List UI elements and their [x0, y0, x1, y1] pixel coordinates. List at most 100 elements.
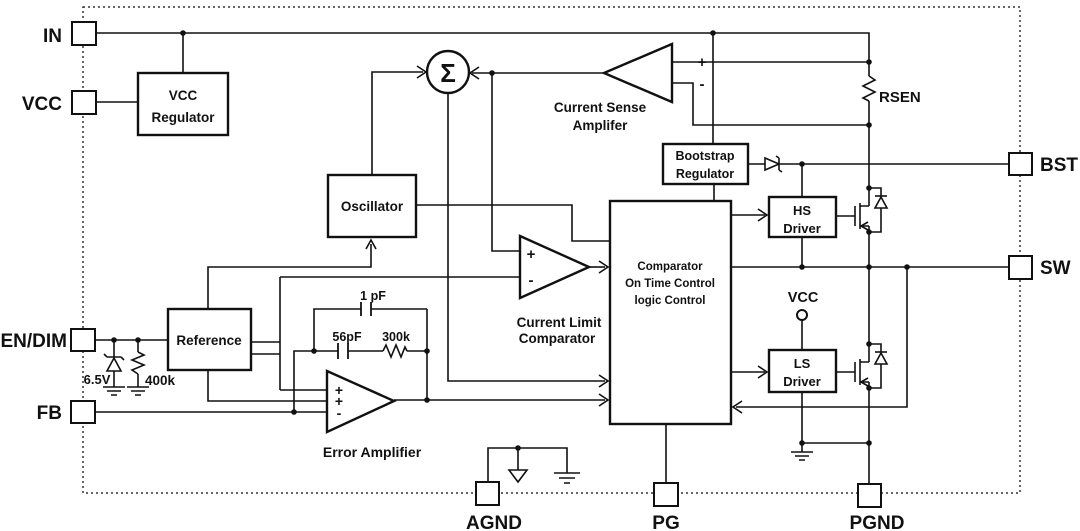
pin-bst [1008, 152, 1033, 176]
climit-minus-sign: - [529, 272, 534, 289]
current-sense-label-2: Amplifer [573, 118, 629, 133]
pin-agnd [475, 481, 500, 506]
text-labels: IN VCC EN/DIM FB AGND PG PGND BST SW VCC… [1, 26, 1079, 531]
cap1-label: 1 pF [360, 289, 386, 303]
ground-agnd-earth-icon [554, 472, 580, 484]
pin-label-bst: BST [1040, 155, 1078, 176]
ground-zener-icon [103, 386, 125, 396]
arrow-sigma-to-block [598, 374, 610, 388]
bst-diode-bar [775, 155, 783, 173]
pin-en-dim [70, 328, 96, 352]
wire-fb-net [95, 308, 428, 413]
wire-ls-ground [801, 392, 869, 452]
control-label-2: On Time Control [625, 278, 715, 290]
control-label-1: Comparator [637, 261, 703, 273]
pin-in [71, 21, 97, 46]
current-limit-label-1: Current Limit [517, 315, 602, 330]
wire-osc-out [416, 204, 610, 242]
wire-bst-net [748, 163, 1009, 197]
hs-driver-block [767, 195, 838, 239]
control-label-3: logic Control [635, 295, 706, 307]
rsen-resistor [861, 75, 877, 102]
pin-pg [653, 482, 679, 507]
wire-ref-right [251, 276, 520, 391]
arrow-hs-mosfet-source [859, 221, 869, 231]
erramp-minus-sign: - [337, 405, 342, 421]
comp-resistor-300k [382, 342, 408, 360]
pin-label-sw: SW [1040, 258, 1071, 279]
wire-csa-minus [672, 82, 869, 126]
ls-driver-label-1: LS [794, 356, 811, 371]
ic-boundary [82, 6, 1021, 494]
hs-driver-label-1: HS [793, 203, 811, 218]
ls-body-diode [873, 351, 889, 365]
arrow-ls-mosfet-source [859, 377, 869, 387]
current-sense-label-1: Current Sense [554, 100, 647, 115]
hs-mosfet-lines [854, 187, 882, 233]
reference-label: Reference [176, 333, 242, 348]
pin-label-en-dim: EN/DIM [1, 331, 68, 352]
hs-body-diode [873, 195, 889, 209]
arrow-climit-to-block [598, 260, 610, 274]
ls-mosfet-lines [854, 343, 882, 389]
zener-diode [105, 356, 123, 372]
error-amplifier-label: Error Amplifier [323, 444, 422, 460]
res1-label: 300k [382, 330, 410, 344]
rsen-label: RSEN [879, 89, 921, 106]
control-logic-block [608, 199, 733, 426]
pin-sw [1008, 255, 1033, 280]
erramp-plus1-sign: + [335, 382, 343, 398]
oscillator-block [326, 173, 418, 239]
pin-label-vcc: VCC [22, 94, 62, 115]
climit-plus-sign: + [527, 246, 536, 263]
arrow-block-to-ls [757, 365, 769, 379]
pin-label-agnd: AGND [466, 513, 522, 531]
current-limit-comparator-symbol [518, 234, 592, 300]
pulldown-resistor-400k [129, 351, 147, 375]
pin-pgnd [857, 483, 882, 508]
wire-climit-plus-feed [491, 73, 520, 252]
vcc-node-label: VCC [788, 290, 819, 306]
wire-sigma-left [371, 71, 423, 175]
pins [70, 21, 1033, 508]
ground-agnd-triangle-icon [507, 469, 529, 484]
bootstrap-label-1: Bootstrap [675, 149, 734, 163]
csa-minus-sign: - [700, 76, 705, 93]
pin-label-pg: PG [652, 513, 679, 531]
pin-label-fb: FB [37, 403, 62, 424]
wire-agnd-net [487, 447, 568, 482]
component-symbols [103, 75, 889, 484]
oscillator-label: Oscillator [341, 199, 404, 214]
hs-driver-label-2: Driver [783, 221, 821, 236]
erramp-plus2-sign: + [335, 393, 343, 409]
arrow-block-to-hs [757, 208, 769, 222]
bst-diode [764, 156, 782, 172]
cap-1pf [360, 302, 372, 316]
wiring [95, 32, 1009, 484]
wire-sigma-out [447, 93, 605, 382]
pin-fb [70, 400, 96, 424]
pin-vcc [71, 90, 97, 115]
vcc-node-terminal [796, 309, 808, 321]
vcc-regulator-label-1: VCC [169, 88, 198, 103]
ground-ls-icon [791, 451, 813, 461]
current-sense-amplifier-symbol [600, 42, 674, 104]
ls-driver-label-2: Driver [783, 374, 821, 389]
junction-dots [111, 30, 910, 451]
wire-osc-feed [207, 244, 372, 309]
vcc-regulator-label-2: Regulator [151, 110, 215, 125]
pulldown-label: 400k [145, 373, 176, 388]
bootstrap-label-2: Regulator [676, 167, 734, 181]
arrow-sw-feedback [731, 400, 743, 414]
ground-400k-icon [127, 386, 149, 396]
current-limit-label-2: Comparator [519, 331, 596, 346]
error-amplifier-symbol [325, 369, 397, 434]
ls-driver-block [767, 348, 838, 394]
summing-junction [425, 49, 471, 95]
bootstrap-regulator-block [661, 142, 750, 186]
wire-ref-bottom [207, 370, 327, 402]
wire-endim-net [95, 339, 168, 387]
pin-label-pgnd: PGND [850, 513, 905, 531]
